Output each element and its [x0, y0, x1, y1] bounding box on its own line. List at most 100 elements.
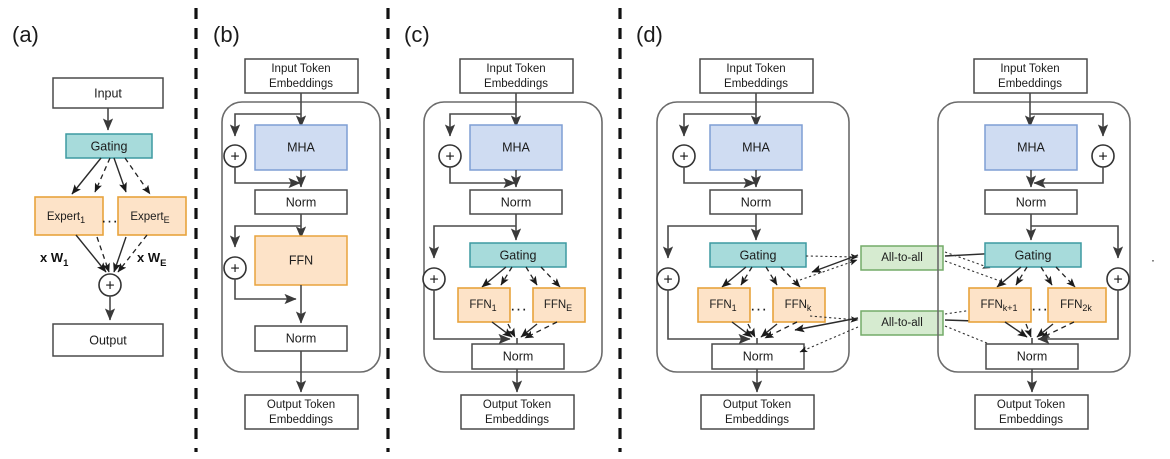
d-left-edge-ffnk-merge: [764, 321, 798, 339]
a-edge-expert1-sum: [75, 234, 107, 273]
d-left-residual-1-out: [683, 167, 756, 189]
d-right-residual-2-in: [1031, 225, 1124, 259]
d-right-ffn-first-label: FFNk+1: [980, 299, 1017, 313]
a-edge-gating-expertE: [124, 157, 151, 195]
a-edge-gating-mid1: [94, 157, 111, 193]
b-mha-box: [254, 124, 348, 171]
c-output-label-1: Output Token: [483, 399, 551, 411]
a-expert-last-box: [117, 196, 187, 236]
a-weight-last-label: x WE: [137, 250, 166, 269]
d-right-edge-gating-mid2: [1040, 266, 1053, 286]
d-right-edge-ffn1-merge: [1004, 321, 1028, 338]
c-edge-gating-mid2: [525, 266, 538, 286]
d-link-a2a-top-to-left-ffn: [811, 254, 859, 273]
c-output-label-2: Embeddings: [485, 414, 549, 426]
a-edge-gating-expert1: [71, 157, 102, 195]
d-left-norm2-box: [711, 343, 805, 370]
d-link-a2a-bottom-to-left-merge: [794, 317, 859, 333]
a-gating-box: [65, 133, 153, 159]
c-ffn-ellipsis: ...: [510, 295, 527, 314]
d-alltoall-bottom-box: [860, 310, 944, 336]
d-right-norm2-label: Norm: [1017, 349, 1048, 363]
c-residual-2-in: [428, 225, 516, 259]
d-right-edge-gating-ffn1: [996, 266, 1022, 288]
b-output-label-2: Embeddings: [269, 414, 333, 426]
panel-label-c: (c): [404, 22, 430, 47]
d-right-mha-label: MHA: [1017, 140, 1045, 154]
c-adder2-label: +: [429, 272, 438, 289]
trailing-dot: .: [1151, 250, 1154, 264]
d-left-norm2-label: Norm: [743, 349, 774, 363]
d-left-adder2-label: +: [663, 272, 672, 289]
d-left-norm1-label: Norm: [741, 195, 772, 209]
panel-label-b: (b): [213, 22, 240, 47]
d-left-gating-box: [709, 242, 807, 268]
d-right-ffn-first-box: [968, 287, 1032, 323]
b-residual-1-in: [229, 113, 301, 137]
panel-label-d: (d): [636, 22, 663, 47]
d-right-edge-mid2-merge: [1036, 323, 1054, 338]
d-left-ffn-last-label: FFNk: [785, 299, 812, 313]
panel-label-a: (a): [12, 22, 39, 47]
c-residual-2-out: [433, 290, 511, 345]
a-expert-first-box: [34, 196, 104, 236]
d-link-a2a-top-right-b: [944, 260, 1001, 282]
c-norm2-label: Norm: [503, 349, 534, 363]
d-left-norm1-box: [709, 189, 803, 215]
b-mha-label: MHA: [287, 140, 315, 154]
d-left-input-label-1: Input Token: [726, 63, 785, 75]
b-norm2-box: [254, 325, 348, 352]
c-norm2-box: [471, 343, 565, 370]
a-edge-expertE-sum: [117, 234, 148, 273]
d-link-a2a-top-to-right-ffn: [944, 251, 991, 269]
c-edge-mid1-merge: [507, 323, 516, 338]
a-expert-last-label: ExpertE: [130, 211, 169, 225]
d-right-input-label-2: Embeddings: [998, 78, 1062, 90]
a-gating-label: Gating: [91, 139, 128, 153]
d-link-a2a-bottom-to-left-norm: [799, 326, 859, 353]
d-left-edge-gating-ffnk: [780, 266, 801, 288]
d-right-norm1-label: Norm: [1016, 195, 1047, 209]
c-input-label-2: Embeddings: [484, 78, 548, 90]
d-left-mha-label: MHA: [742, 140, 770, 154]
d-right-output-box: [974, 394, 1089, 430]
c-ffn-first-label: FFN1: [469, 299, 496, 313]
b-residual-2-in: [229, 225, 301, 248]
a-expert-ellipsis: ...: [101, 207, 118, 226]
a-output-label: Output: [89, 333, 127, 347]
a-expert-first-label: Expert1: [47, 211, 85, 225]
d-right-gating-label: Gating: [1015, 248, 1052, 262]
b-input-label-1: Input Token: [271, 63, 330, 75]
a-weight-first-label: x W1: [40, 250, 69, 269]
d-left-output-label-1: Output Token: [723, 399, 791, 411]
a-edge-mid1-sum: [96, 236, 110, 273]
d-right-block-outline: [937, 101, 1131, 373]
c-adder1-label: +: [445, 149, 454, 166]
d-right-adder1-label: +: [1098, 149, 1107, 166]
b-adder2-label: +: [230, 261, 239, 278]
d-right-edge-gating-ffn2k: [1055, 266, 1076, 288]
b-norm1-box: [254, 189, 348, 215]
d-right-output-label-2: Embeddings: [999, 414, 1063, 426]
d-right-ffn-ellipsis: ...: [1031, 295, 1048, 314]
d-left-edge-gating-ffn1: [721, 266, 747, 288]
d-right-edge-mid1-merge: [1024, 323, 1032, 338]
d-right-edge-gating-mid1: [1015, 266, 1028, 286]
b-output-label-1: Output Token: [267, 399, 335, 411]
c-ffn-first-box: [457, 287, 511, 323]
d-left-edge-gating-mid2: [765, 266, 778, 286]
d-left-edge-ffn1-merge: [731, 321, 753, 338]
a-input-label: Input: [94, 86, 122, 100]
d-left-output-box: [700, 394, 815, 430]
b-residual-2-out: [234, 279, 297, 305]
c-norm1-box: [469, 189, 563, 215]
b-residual-1-out: [234, 167, 301, 189]
d-right-residual-1-out: [1033, 167, 1104, 189]
b-input-label-2: Embeddings: [269, 78, 333, 90]
d-alltoall-top-label: All-to-all: [881, 252, 923, 264]
c-input-box: [459, 58, 574, 94]
b-norm1-label: Norm: [286, 195, 317, 209]
c-gating-label: Gating: [500, 248, 537, 262]
d-right-residual-2-out: [1037, 290, 1119, 345]
